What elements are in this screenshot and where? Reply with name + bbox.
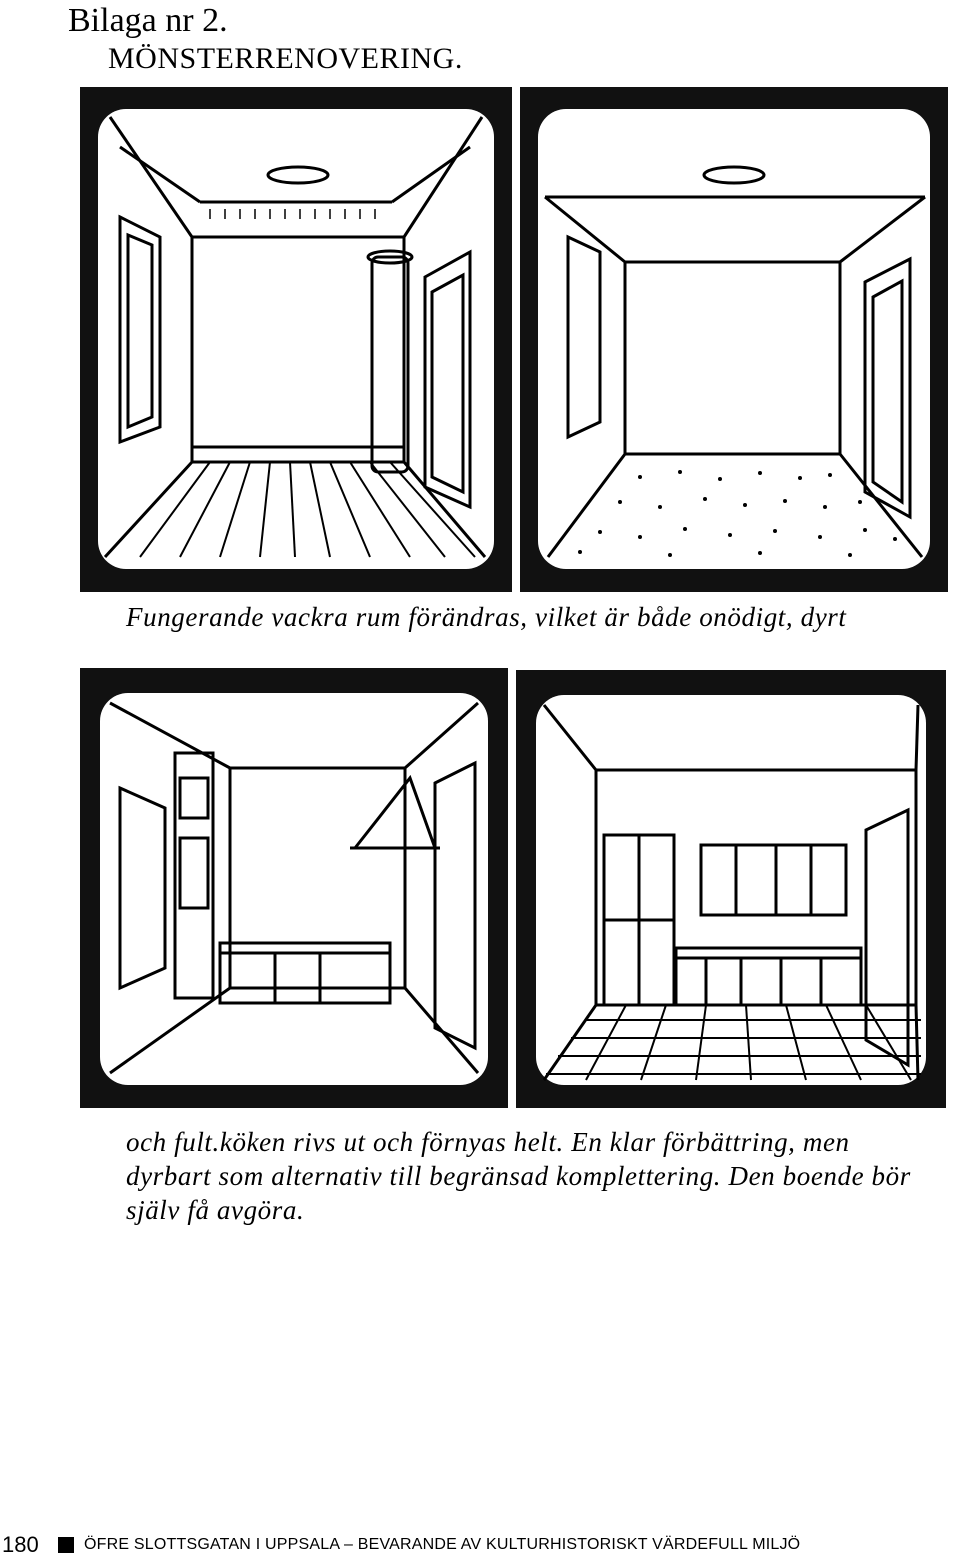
appendix-label: Bilaga nr 2. xyxy=(68,2,228,39)
illustration-renovated-kitchen xyxy=(516,670,946,1108)
caption-first: Fungerande vackra rum förändras, vilket … xyxy=(126,602,847,632)
page-footer: 180 ÖFRE SLOTTSGATAN I UPPSALA – BEVARAN… xyxy=(0,1530,960,1560)
illustration-renovated-room xyxy=(520,87,948,592)
page-title: MÖNSTERRENOVERING. xyxy=(108,42,463,75)
illustration-original-kitchen xyxy=(80,668,508,1108)
caption-second: och fult.köken rivs ut och förnyas helt.… xyxy=(126,1127,911,1225)
page-number: 180 xyxy=(2,1532,39,1557)
illustration-original-room xyxy=(80,87,512,592)
footer-square-icon xyxy=(58,1537,74,1553)
publication-title: ÖFRE SLOTTSGATAN I UPPSALA – BEVARANDE A… xyxy=(84,1536,801,1553)
